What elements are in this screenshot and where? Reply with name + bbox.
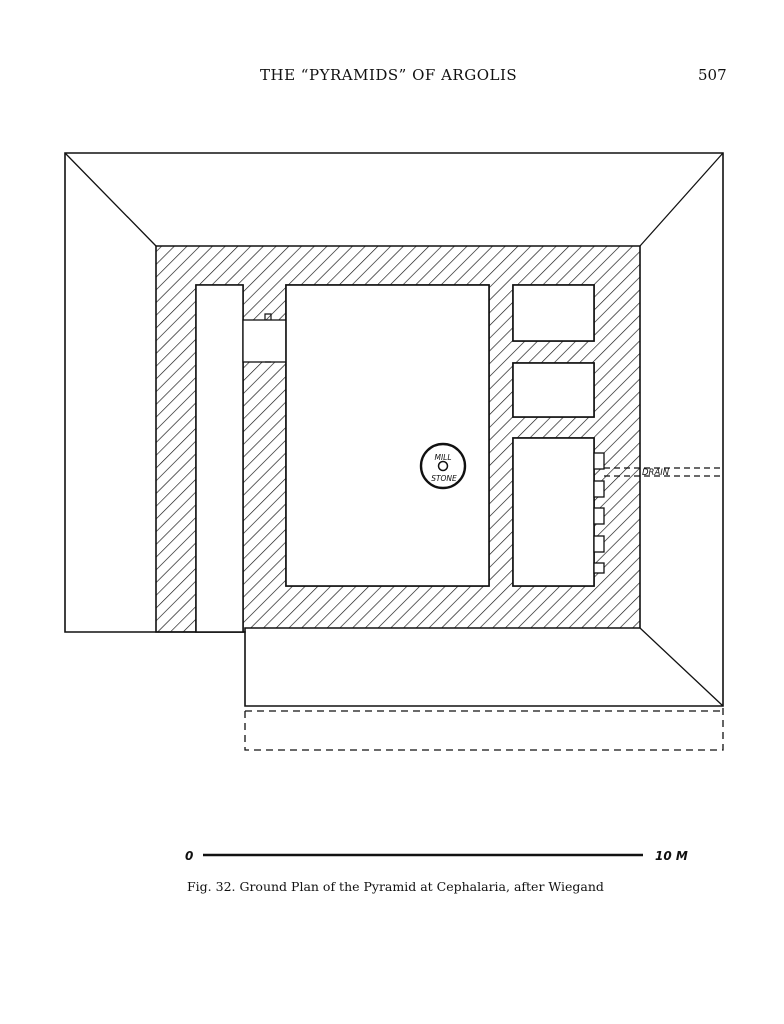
drain-label: DRAIN [642,468,670,478]
wall-niche [593,480,605,498]
door-jamb [264,313,272,363]
figure-caption: Fig. 32. Ground Plan of the Pyramid at C… [187,879,604,894]
small-room-upper [512,284,595,342]
corner-line-top-right [639,152,724,247]
small-room-middle [512,362,595,418]
dashed-extension [244,706,724,751]
millstone-label-bottom: STONE [431,474,457,483]
doorway [242,319,287,363]
wall-niche [593,507,605,525]
page-header: THE “PYRAMIDS” OF ARGOLIS 507 [0,66,784,90]
page-number: 507 [698,66,727,84]
corner-line-top-left [64,152,157,247]
wall-niche [593,535,605,553]
millstone-label-top: MILL [434,453,451,462]
millstone-center [437,460,449,472]
corridor [195,284,244,633]
room-with-niches [512,437,595,587]
running-title: THE “PYRAMIDS” OF ARGOLIS [260,66,518,84]
scale-start-label: 0 [185,849,193,863]
scale-end-label: 10 M [655,849,688,863]
main-chamber [285,284,490,587]
wall-niche [593,562,605,574]
corner-line-bottom-right [639,627,724,707]
wall-niche [593,452,605,470]
